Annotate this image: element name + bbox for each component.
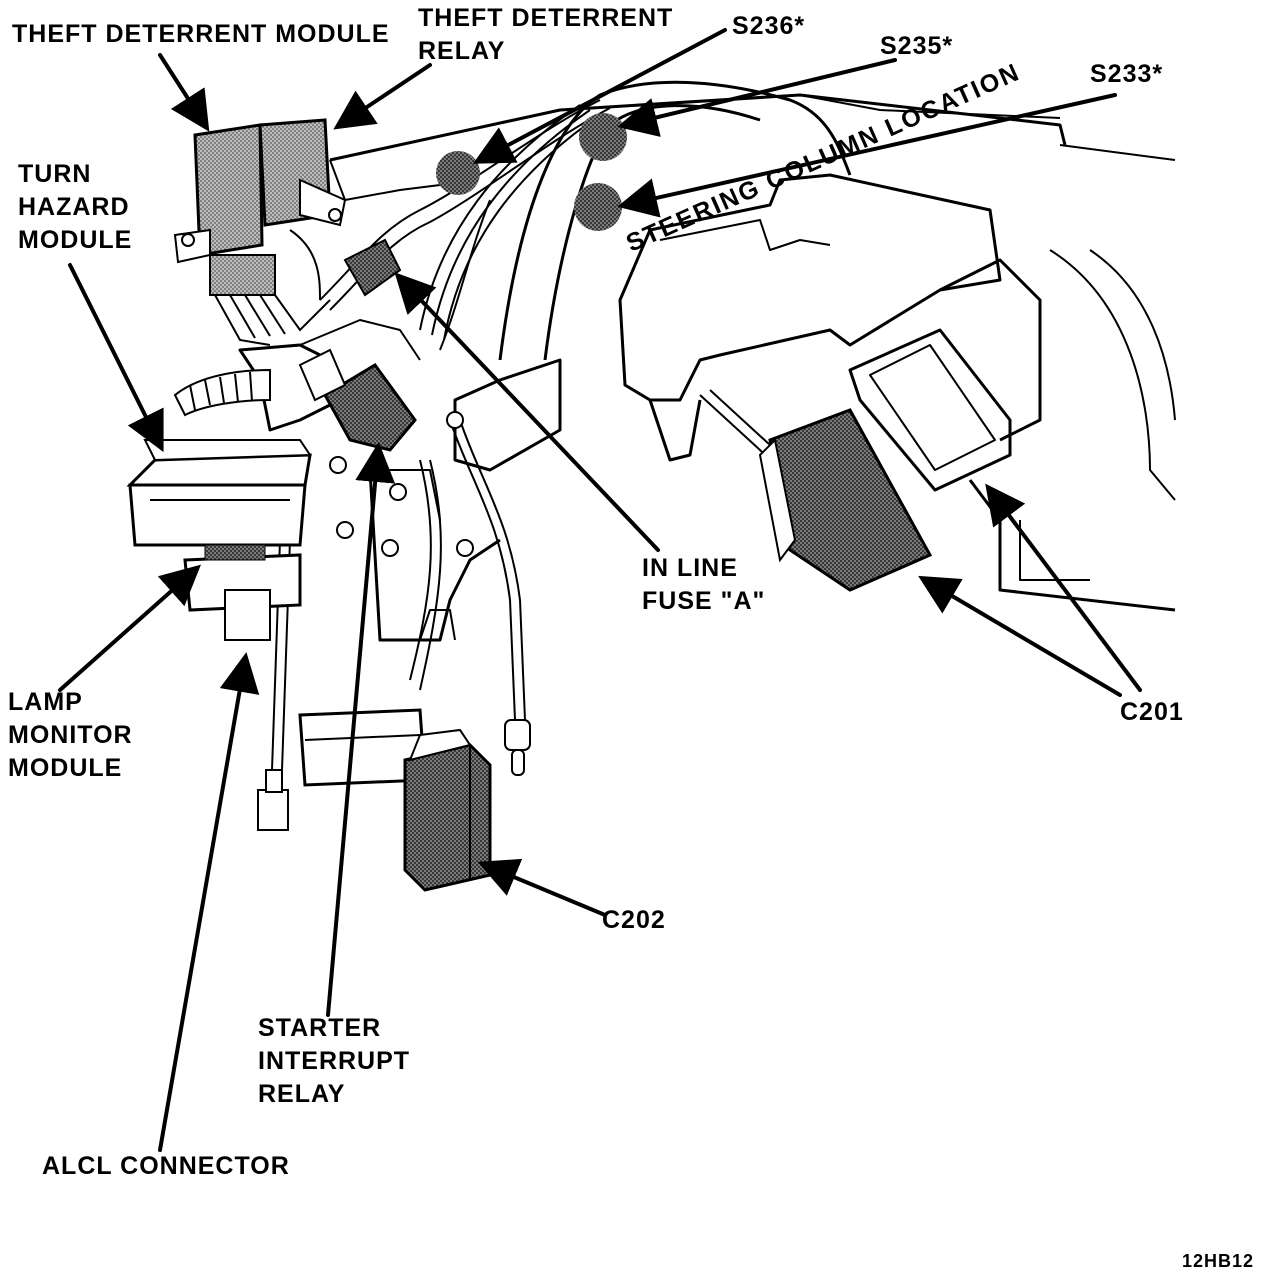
- theft-deterrent-module: [173, 123, 276, 296]
- module-wires: [214, 229, 331, 346]
- label-lamp-monitor-line1: LAMP: [8, 688, 83, 716]
- label-theft-deterrent-relay-line1: THEFT DETERRENT: [418, 4, 674, 32]
- label-theft-deterrent-relay-line2: RELAY: [418, 37, 506, 65]
- label-starter-interrupt-line2: INTERRUPT: [258, 1047, 411, 1075]
- label-s233: S233*: [1090, 60, 1164, 88]
- label-starter-interrupt-relay: STARTER INTERRUPT RELAY: [258, 1012, 410, 1111]
- label-lamp-monitor-line3: MODULE: [8, 754, 123, 782]
- label-starter-interrupt-line1: STARTER: [258, 1014, 382, 1042]
- label-turn-hazard-line2: HAZARD: [18, 193, 130, 221]
- label-s236: S236*: [732, 12, 806, 40]
- splice-s236: [436, 151, 480, 195]
- in-line-fuse-a: [343, 238, 402, 297]
- lamp-monitor-module: [183, 544, 302, 641]
- c202-connector: [403, 728, 492, 892]
- splice-s233: [574, 183, 622, 231]
- ribbed-sleeve: [173, 368, 271, 417]
- label-c201: C201: [1120, 698, 1184, 726]
- label-turn-hazard-module: TURN HAZARD MODULE: [18, 158, 132, 257]
- label-s235: S235*: [880, 32, 954, 60]
- label-in-line-fuse-line2: FUSE "A": [642, 587, 766, 615]
- label-theft-deterrent-module: THEFT DETERRENT MODULE: [12, 20, 390, 48]
- label-lamp-monitor-module: LAMP MONITOR MODULE: [8, 686, 133, 785]
- bolts: [181, 208, 474, 557]
- label-c202: C202: [602, 906, 666, 934]
- label-turn-hazard-line3: MODULE: [18, 226, 133, 254]
- label-theft-deterrent-relay: THEFT DETERRENT RELAY: [418, 2, 673, 68]
- splice-s235: [579, 113, 627, 161]
- alcl-plug: [257, 769, 289, 831]
- label-in-line-fuse-a: IN LINE FUSE "A": [642, 552, 765, 618]
- small-plug: [504, 719, 531, 776]
- turn-hazard-module: [126, 439, 312, 547]
- starter-interrupt-relay: [298, 348, 417, 452]
- c201-connector: [758, 408, 933, 592]
- dashboard-structure: [238, 80, 1176, 642]
- label-starter-interrupt-line3: RELAY: [258, 1080, 346, 1108]
- label-turn-hazard-line1: TURN: [18, 160, 92, 188]
- label-in-line-fuse-line1: IN LINE: [642, 554, 738, 582]
- label-alcl-connector: ALCL CONNECTOR: [42, 1152, 290, 1180]
- label-lamp-monitor-line2: MONITOR: [8, 721, 133, 749]
- figure-code: 12HB12: [1182, 1251, 1255, 1271]
- leader-arrows: [58, 28, 1142, 1152]
